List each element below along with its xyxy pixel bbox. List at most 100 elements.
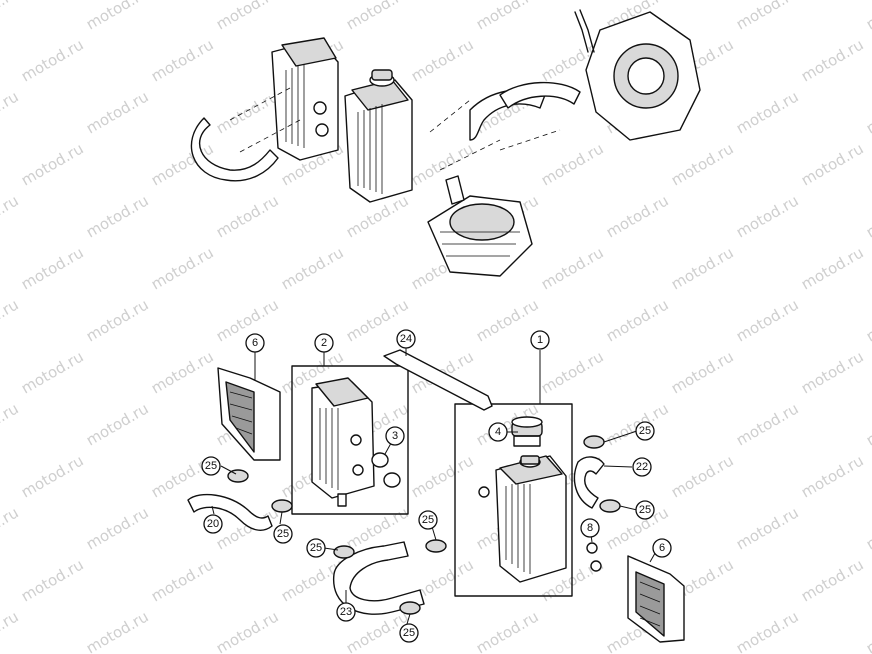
clamp-set [227, 435, 621, 615]
top-hose-left [190, 117, 279, 182]
watermark-text: motod.ru [538, 243, 607, 293]
right-radiator-guard [627, 555, 685, 643]
callout-25-g: 25 [635, 500, 655, 520]
watermark-text: motod.ru [0, 295, 22, 345]
watermark-text: motod.ru [18, 451, 87, 501]
svg-text:6: 6 [252, 337, 258, 349]
svg-text:25: 25 [205, 460, 217, 472]
watermark-text: motod.ru [733, 191, 802, 241]
watermark-text: motod.ru [603, 295, 672, 345]
hose-22 [573, 456, 605, 509]
watermark-text: motod.ru [863, 87, 872, 137]
watermark-text: motod.ru [733, 87, 802, 137]
svg-text:3: 3 [392, 430, 398, 442]
grommet-lower [383, 472, 401, 488]
callout-25-f: 25 [635, 421, 655, 441]
top-right-radiator [344, 69, 413, 203]
callout-25-d: 25 [418, 510, 438, 530]
watermark-text: motod.ru [213, 191, 282, 241]
watermark-text: motod.ru [733, 503, 802, 553]
svg-text:25: 25 [310, 542, 322, 554]
watermark-text: motod.ru [408, 451, 477, 501]
watermark-text: motod.ru [213, 607, 282, 654]
watermark-text: motod.ru [668, 451, 737, 501]
watermark-text: motod.ru [0, 191, 22, 241]
watermark-text: motod.ru [18, 139, 87, 189]
callout-25-b: 25 [273, 524, 293, 544]
watermark-text: motod.ru [83, 295, 152, 345]
callout-3: 3 [385, 426, 405, 446]
svg-text:25: 25 [403, 627, 415, 639]
top-left-radiator [271, 37, 339, 161]
watermark-text: motod.ru [18, 347, 87, 397]
watermark-text: motod.ru [603, 191, 672, 241]
watermark-text: motod.ru [733, 607, 802, 654]
watermark-text: motod.ru [83, 87, 152, 137]
watermark-text: motod.ru [148, 243, 217, 293]
watermark-text: motod.ru [538, 139, 607, 189]
svg-text:20: 20 [207, 518, 219, 530]
callout-25-e: 25 [399, 623, 419, 643]
watermark-text: motod.ru [18, 555, 87, 605]
top-hose-mid [499, 81, 581, 109]
box-item-1 [454, 403, 573, 597]
watermark-text: motod.ru [473, 0, 542, 33]
left-radiator-guard [217, 367, 281, 461]
watermark-text: motod.ru [863, 295, 872, 345]
svg-text:25: 25 [639, 425, 651, 437]
svg-text:22: 22 [636, 461, 648, 473]
watermark-text: motod.ru [798, 35, 867, 85]
callout-4: 4 [488, 422, 508, 442]
watermark-text: motod.ru [798, 451, 867, 501]
svg-text:25: 25 [639, 504, 651, 516]
right-radiator [478, 455, 567, 583]
watermark-text: motod.ru [733, 399, 802, 449]
watermark-text: motod.ru [733, 0, 802, 33]
hose-23 [333, 541, 425, 615]
watermark-text: motod.ru [863, 503, 872, 553]
watermark-text: motod.ru [668, 243, 737, 293]
svg-text:2: 2 [321, 337, 327, 349]
watermark-text: motod.ru [83, 399, 152, 449]
watermark-text: motod.ru [863, 399, 872, 449]
top-cylinder [427, 175, 533, 277]
watermark-text: motod.ru [148, 347, 217, 397]
callout-25-a: 25 [201, 456, 221, 476]
watermark-text: motod.ru [603, 399, 672, 449]
watermark-text: motod.ru [148, 555, 217, 605]
watermark-text: motod.ru [18, 243, 87, 293]
watermark-text: motod.ru [668, 139, 737, 189]
watermark-text: motod.ru [278, 243, 347, 293]
watermark-text: motod.ru [408, 139, 477, 189]
watermark-text: motod.ru [798, 555, 867, 605]
watermark-text: motod.ru [213, 0, 282, 33]
overflow-tube [383, 349, 493, 411]
callout-6-left: 6 [245, 333, 265, 353]
watermark-text: motod.ru [0, 399, 22, 449]
watermark-text: motod.ru [83, 191, 152, 241]
watermark-text: motod.ru [83, 607, 152, 654]
top-assembly [190, 9, 701, 277]
svg-text:8: 8 [587, 522, 593, 534]
radiator-cap [511, 416, 543, 447]
watermark-text: motod.ru [668, 347, 737, 397]
watermark-text: motod.ru [343, 0, 412, 33]
watermark-text: motod.ru [798, 139, 867, 189]
svg-text:4: 4 [495, 426, 501, 438]
watermark-text: motod.ru [0, 503, 22, 553]
callout-25-c: 25 [306, 538, 326, 558]
callout-2: 2 [314, 333, 334, 353]
svg-text:24: 24 [400, 333, 412, 345]
washer-upper [586, 542, 598, 554]
callout-20: 20 [203, 514, 223, 534]
watermark-text: motod.ru [18, 35, 87, 85]
callout-layer: 1 2 3 4 6 6 8 20 22 23 24 25 25 25 25 25… [201, 329, 672, 643]
callout-24: 24 [396, 329, 416, 349]
watermark-text: motod.ru [408, 35, 477, 85]
watermark-text: motod.ru [0, 0, 22, 33]
watermark-text: motod.ru [733, 295, 802, 345]
watermark-text: motod.ru [798, 347, 867, 397]
left-radiator [311, 377, 375, 507]
